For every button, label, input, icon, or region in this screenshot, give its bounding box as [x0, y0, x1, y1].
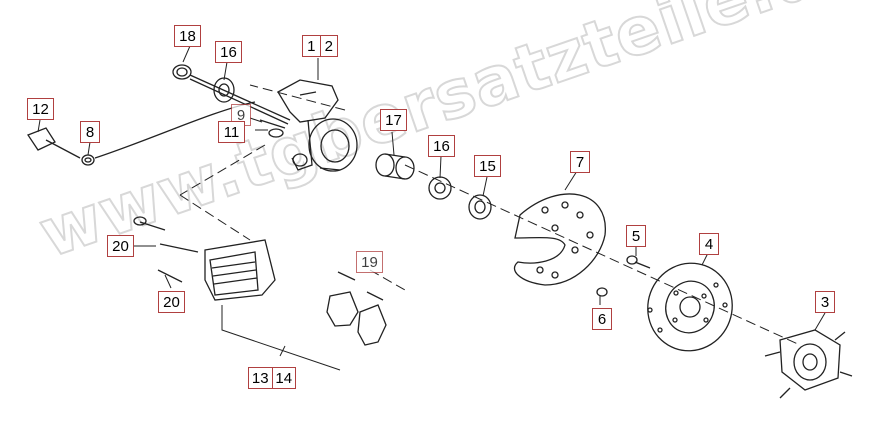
callout-20-upper: 20: [107, 235, 134, 257]
callout-18: 18: [174, 25, 201, 47]
callout-16-lower: 16: [428, 135, 455, 157]
small-bolt-part: [259, 119, 286, 138]
callout-12: 12: [27, 98, 54, 120]
bushing-part: [375, 153, 415, 180]
callout-14: 14: [271, 368, 296, 388]
callout-7: 7: [570, 151, 590, 173]
bolt-part: [626, 255, 651, 269]
callout-6: 6: [592, 308, 612, 330]
callout-15: 15: [474, 155, 501, 177]
callout-9: 9: [231, 104, 251, 126]
caliper-bracket-lines: [221, 305, 341, 371]
brake-pads-part: [326, 271, 387, 346]
seal-ring-part: [172, 64, 192, 80]
callout-8: 8: [80, 121, 100, 143]
brake-disc-part: [647, 262, 733, 352]
callout-13-14: 13 14: [248, 367, 296, 389]
callout-1: 1: [307, 38, 316, 55]
steering-knuckle-part: [277, 79, 358, 172]
callout-16-upper: 16: [215, 41, 242, 63]
callout-5: 5: [626, 225, 646, 247]
callout-19: 19: [356, 251, 383, 273]
bearing-outer-part: [468, 194, 492, 220]
callout-1-2: 1 2: [302, 35, 338, 57]
callout-11: 11: [218, 121, 245, 143]
callout-4: 4: [699, 233, 719, 255]
callout-2: 2: [319, 36, 338, 56]
callout-3: 3: [815, 291, 835, 313]
brake-caliper-part: [133, 216, 276, 301]
wheel-hub-part: [764, 329, 853, 399]
assembly-axis-dashed: [179, 84, 801, 346]
callout-13: 13: [251, 370, 269, 387]
callout-17: 17: [380, 109, 407, 131]
leader-lines: [37, 45, 826, 331]
screw-part: [596, 287, 608, 297]
bearing-lower-part: [428, 176, 452, 200]
dust-shield-part: [513, 193, 606, 286]
callout-20-lower: 20: [158, 291, 185, 313]
